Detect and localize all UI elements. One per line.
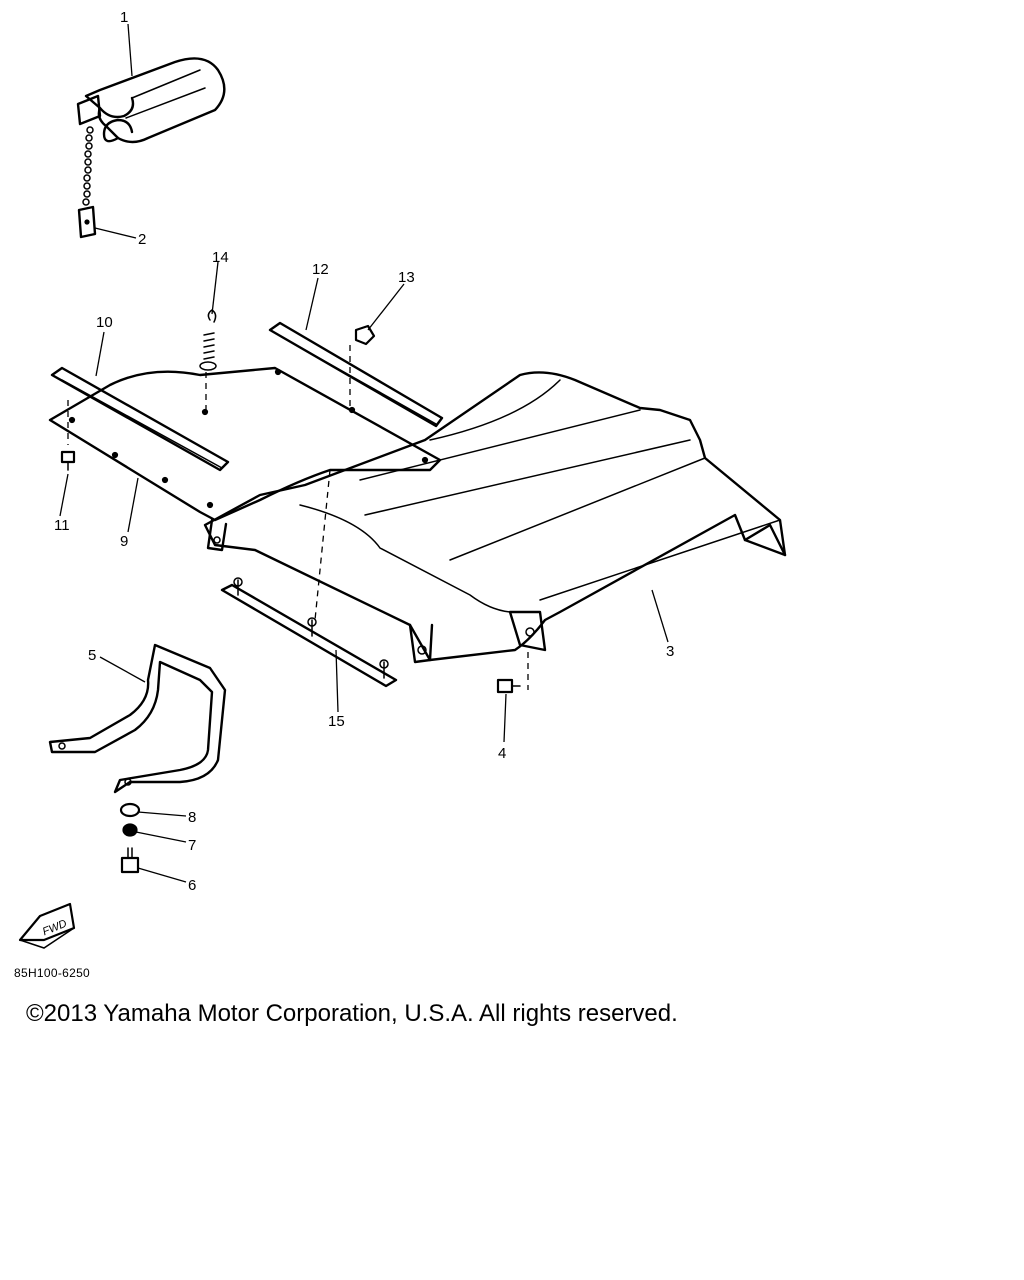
part-15-stud-plate <box>220 577 398 688</box>
part-3-seat-cover <box>203 371 787 664</box>
callout-6: 6 <box>188 877 196 894</box>
part-6-bolt <box>120 847 140 874</box>
copyright-notice: ©2013 Yamaha Motor Corporation, U.S.A. A… <box>26 1000 678 1027</box>
callout-2: 2 <box>138 231 146 248</box>
part-10-rail <box>50 366 230 472</box>
callout-1: 1 <box>120 9 128 26</box>
part-4-bolt <box>496 678 521 694</box>
part-8-washer <box>119 802 141 818</box>
assembly-line-15 <box>314 469 331 621</box>
callout-9: 9 <box>120 533 128 550</box>
callout-4: 4 <box>498 745 506 762</box>
callout-5: 5 <box>88 647 96 664</box>
callout-12: 12 <box>312 261 329 278</box>
part-9-base-plate <box>48 366 442 522</box>
part-11-bolt <box>60 450 76 471</box>
callout-10: 10 <box>96 314 113 331</box>
callout-15: 15 <box>328 713 345 730</box>
callout-13: 13 <box>398 269 415 286</box>
callout-7: 7 <box>188 837 196 854</box>
part-2-chain <box>77 126 97 239</box>
part-7-nut <box>122 823 138 837</box>
callout-3: 3 <box>666 643 674 660</box>
callout-11: 11 <box>54 517 70 534</box>
part-14-spring-bolt <box>199 309 217 371</box>
part-13-nut <box>354 324 376 346</box>
part-5-strap-bracket <box>48 643 227 794</box>
callout-8: 8 <box>188 809 196 826</box>
part-1-tool-bag <box>76 57 226 239</box>
fwd-arrow-icon: FWD <box>18 902 76 949</box>
drawing-code: 85H100-6250 <box>14 966 91 980</box>
parts-exploded-diagram: 1 2 3 4 5 6 7 8 9 10 11 12 13 14 15 FWD <box>18 9 787 949</box>
part-12-rail <box>268 321 444 428</box>
callout-14: 14 <box>212 249 229 266</box>
